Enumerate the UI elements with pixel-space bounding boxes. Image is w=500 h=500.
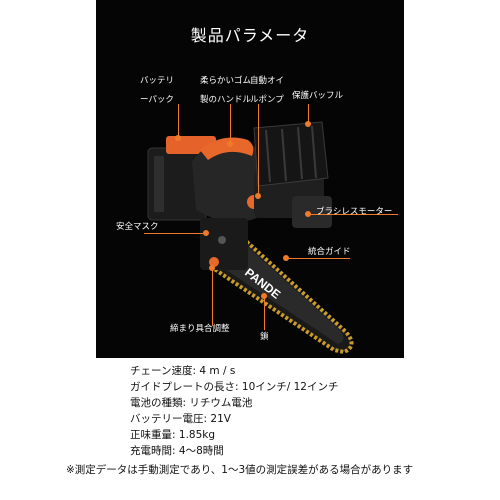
tension-label: 締まり具合調整 xyxy=(170,324,230,334)
tension-callout-dot xyxy=(209,265,215,271)
tension-callout-line xyxy=(212,268,213,326)
chain-callout-dot xyxy=(261,293,267,299)
baffle-shape xyxy=(253,121,329,187)
brushless-callout-line xyxy=(308,214,398,215)
spec-row: 電池の種類: リチウム電池 xyxy=(130,397,253,409)
guide-callout-line xyxy=(286,258,350,259)
page-title: 製品パラメータ xyxy=(190,26,310,45)
spec-row: ガイドプレートの長さ: 10インチ/ 12インチ xyxy=(130,381,339,393)
brushless-label: ブラシレスモーター xyxy=(316,207,393,217)
handle-callout-dot xyxy=(227,141,233,147)
spec-row: バッテリー電圧: 21V xyxy=(130,413,231,425)
oil-pump-callout-dot xyxy=(255,193,261,199)
spec-row: 充電時間: 4～8時間 xyxy=(130,445,224,457)
safety-mask-label: 安全マスク xyxy=(116,222,159,232)
spec-row: チェーン速度: 4 m / s xyxy=(130,365,236,377)
product-image-panel: PANDE 製品パラメータ xyxy=(96,0,404,358)
measurement-note: ※測定データは手動測定であり、1～3値の測定誤差がある場合があります xyxy=(66,464,414,476)
baffle-callout-dot xyxy=(305,121,311,127)
saw-body xyxy=(192,121,332,270)
chain-callout-line xyxy=(264,296,265,330)
safety-callout-dot xyxy=(203,230,209,236)
chainsaw-illustration: PANDE xyxy=(147,121,354,355)
oil-pump-label: 自動オイ ルポンプ xyxy=(250,76,285,105)
oil-pump-callout-line xyxy=(258,104,259,196)
battery-callout-dot xyxy=(175,135,181,141)
guide-label: 統合ガイド xyxy=(308,247,351,257)
motor-housing xyxy=(292,196,332,228)
handle-label: 柔らかいゴム 製のハンドル xyxy=(200,76,252,105)
handle-callout-line xyxy=(230,104,231,144)
battery-label: バッテリ ーパック xyxy=(140,76,175,105)
brushless-callout-dot xyxy=(305,211,311,217)
battery-callout-line xyxy=(178,104,179,138)
chain-label: 鎖 xyxy=(260,332,269,342)
spec-row: 正味重量: 1.85kg xyxy=(130,429,216,441)
guide-callout-dot xyxy=(283,255,289,261)
safety-callout-line xyxy=(144,233,206,234)
baffle-label: 保護バッフル xyxy=(292,91,344,101)
baffle-callout-line xyxy=(308,104,309,124)
